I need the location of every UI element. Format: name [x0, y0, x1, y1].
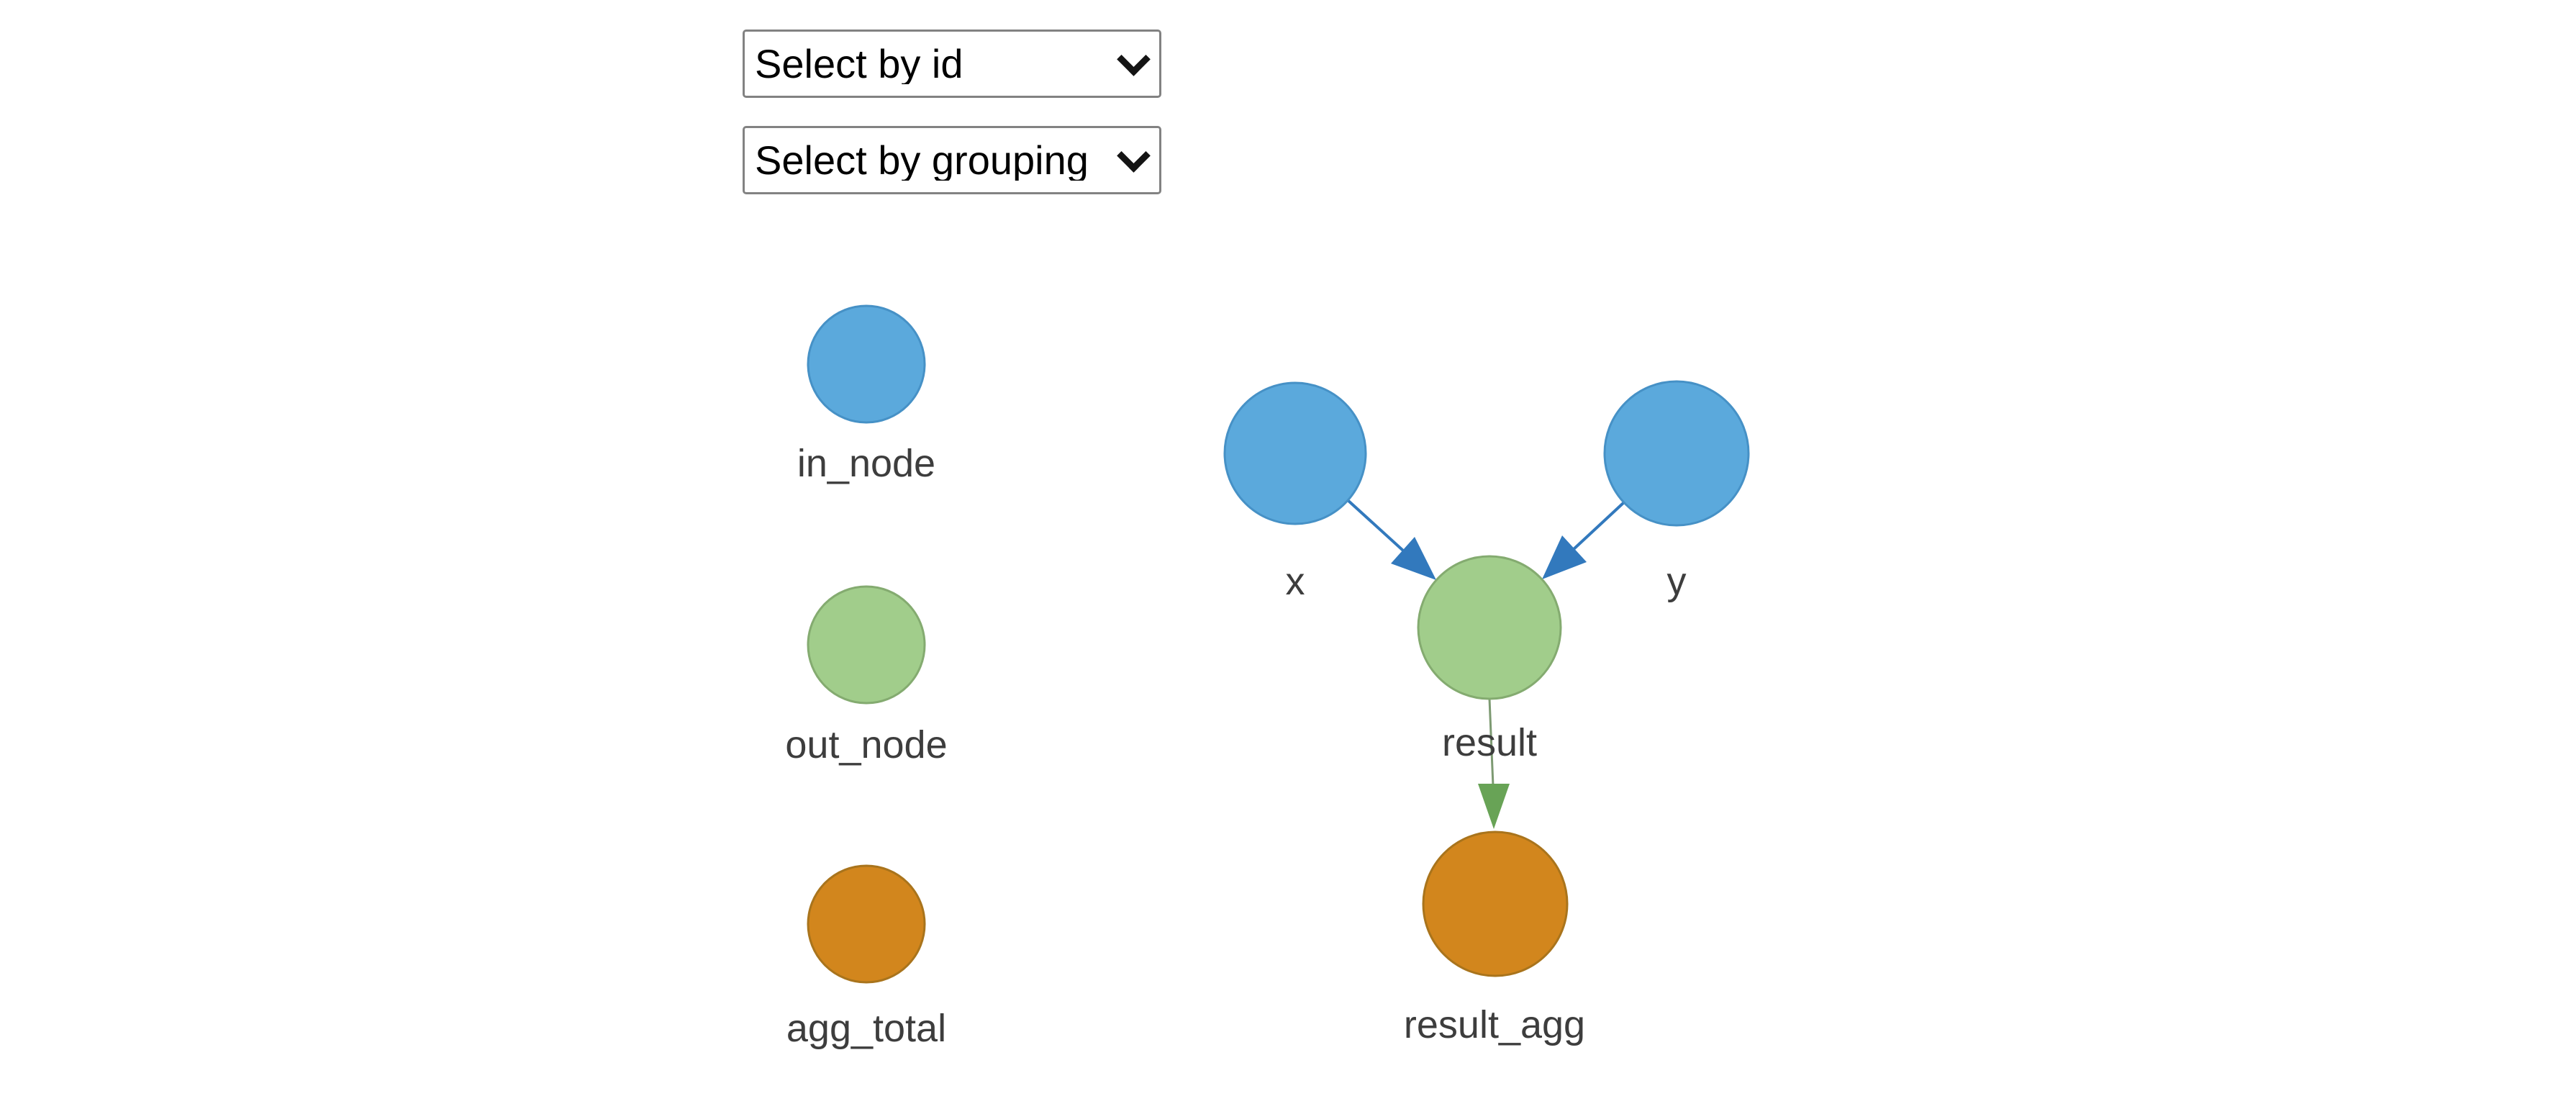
- node-y[interactable]: [1603, 380, 1750, 527]
- node-label-x: x: [1286, 560, 1305, 603]
- legend-label-in-node: in_node: [797, 442, 935, 485]
- legend-item-out-node: out_node: [785, 585, 948, 766]
- legend: in_node out_node agg_total: [785, 304, 948, 1050]
- edge-x-result-line: [1346, 499, 1405, 552]
- graph-nodes: [1223, 380, 1750, 977]
- legend-item-in-node: in_node: [797, 304, 935, 485]
- edge-result-resultagg-arrowhead-icon: [1478, 784, 1510, 829]
- edge-result-resultagg-line: [1488, 698, 1495, 787]
- legend-label-out-node: out_node: [785, 723, 947, 766]
- select-by-id[interactable]: Select by id: [743, 30, 1161, 98]
- node-result[interactable]: [1417, 555, 1562, 700]
- legend-swatch-agg-total: [807, 864, 926, 984]
- node-label-y: y: [1667, 560, 1687, 603]
- edge-y-result-line: [1572, 501, 1625, 551]
- legend-item-agg-total: agg_total: [786, 864, 946, 1050]
- select-by-grouping-wrap: Select by grouping: [743, 126, 1161, 194]
- edge-y-result-arrowhead-icon: [1542, 535, 1587, 579]
- edge-x-result: [1346, 499, 1436, 580]
- node-label-result: result: [1442, 721, 1537, 764]
- edge-x-result-arrowhead-icon: [1391, 537, 1436, 580]
- node-result-agg[interactable]: [1422, 830, 1569, 977]
- graph-edges: [1346, 499, 1625, 829]
- legend-label-agg-total: agg_total: [786, 1007, 946, 1050]
- select-by-grouping[interactable]: Select by grouping: [743, 126, 1161, 194]
- node-x[interactable]: [1223, 381, 1367, 525]
- edge-y-result: [1542, 501, 1625, 579]
- legend-swatch-out-node: [807, 585, 926, 705]
- legend-swatch-in-node: [807, 304, 926, 424]
- graph-node-labels: x y result result_agg: [1286, 560, 1687, 1046]
- node-label-result-agg: result_agg: [1404, 1003, 1585, 1046]
- edge-result-resultagg: [1478, 698, 1510, 829]
- select-by-id-wrap: Select by id: [743, 30, 1161, 98]
